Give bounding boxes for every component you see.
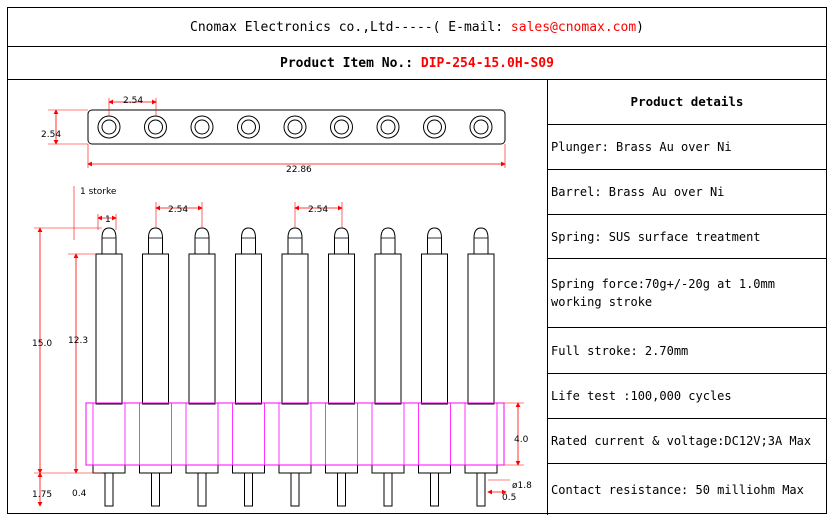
top-hole-inner [380,119,396,135]
top-hole-inner [194,119,210,135]
dim-05: 0.5 [502,493,516,503]
plunger [148,227,163,254]
dim-height: 15.0 [32,339,52,349]
tail [104,472,114,507]
flange [325,464,358,474]
top-hole-inner [473,119,489,135]
company-header: Cnomax Electronics co.,Ltd-----( E-mail:… [8,8,826,47]
plunger [241,227,256,254]
top-hole-inner [241,119,256,135]
top-hole-outer [97,115,121,139]
detail-contact-resistance: Contact resistance: 50 milliohm Max [551,482,804,497]
product-details-table: Product details Plunger: Brass Au over N… [548,80,826,515]
product-item-row: Product Item No.: DIP-254-15.0H-S09 [8,47,826,80]
top-hole-inner [427,119,442,135]
plunger [194,227,210,254]
top-hole-inner [148,119,163,135]
detail-spring: Spring: SUS surface treatment [548,215,826,259]
barrel [281,253,309,405]
barrel [421,253,448,405]
top-strip [87,109,506,145]
barrel [467,253,495,405]
dim-housing: 4.0 [514,435,529,445]
top-hole-inner [101,119,117,135]
dimension-lines [34,98,524,507]
stroke-label: 1 storke [80,187,117,197]
top-hole-outer [190,115,214,139]
top-hole-outer [237,115,260,139]
tail [290,472,300,507]
top-hole-outer [144,115,167,139]
top-hole-inner [287,119,303,135]
flange [185,464,219,474]
detail-spring-force: Spring force:70g+/-20g at 1.0mm working … [548,259,826,328]
detail-full-stroke: Full stroke: 2.70mm [548,328,826,374]
top-hole-outer [330,115,353,139]
plunger [427,227,442,254]
detail-life-test: Life test :100,000 cycles [548,374,826,419]
top-view [87,109,506,145]
technical-drawing: 2.54 2.54 22.86 1 storke 1 2.54 2.54 15.… [8,80,548,515]
tail [151,472,160,507]
housing [85,402,505,466]
plunger [287,227,303,254]
spec-sheet: Cnomax Electronics co.,Ltd-----( E-mail:… [7,7,827,515]
top-hole-outer [283,115,307,139]
item-number: DIP-254-15.0H-S09 [420,55,554,71]
flange [278,464,312,474]
plunger [380,227,396,254]
plunger [101,227,117,254]
barrel [142,253,169,405]
details-title: Product details [548,80,826,125]
tail [244,472,253,507]
barrel [188,253,216,405]
side-view [85,227,505,507]
barrel [95,253,123,405]
drawing-canvas: 2.54 2.54 22.86 1 storke 1 2.54 2.54 15.… [32,96,532,507]
top-hole-inner [334,119,349,135]
flange [464,464,498,474]
detail-plunger: Plunger: Brass Au over Ni [548,125,826,170]
top-hole-outer [469,115,493,139]
email-address[interactable]: sales@cnomax.com [510,19,637,35]
dim-pitch-a: 2.54 [168,205,188,215]
flange [92,464,126,474]
dim-one: 1 [105,215,111,225]
detail-barrel: Barrel: Brass Au over Ni [548,170,826,215]
barrel [374,253,402,405]
flange [418,464,451,474]
dim-barrel: 12.3 [68,336,88,346]
dim-d18: ø1.8 [512,481,532,491]
flange [232,464,265,474]
dim-total-length: 22.86 [286,165,312,175]
item-label: Product Item No.: [280,55,421,71]
tail [476,472,486,507]
tail [430,472,439,507]
plunger [473,227,489,254]
barrel [235,253,262,405]
tail [383,472,393,507]
barrel [328,253,355,405]
dim-pitch-top: 2.54 [123,96,143,106]
tail [337,472,346,507]
tail [197,472,207,507]
dim-width: 2.54 [41,130,61,140]
header-close: ) [636,19,644,35]
company-name: Cnomax Electronics co.,Ltd-----( E-mail: [190,19,511,35]
dim-tail: 1.75 [32,490,52,500]
dim-pitch-b: 2.54 [308,205,328,215]
detail-rated: Rated current & voltage:DC12V;3A Max [548,419,826,464]
top-hole-outer [423,115,446,139]
flange [371,464,405,474]
flange [139,464,172,474]
plunger [334,227,349,254]
dim-tail-dia: 0.4 [72,489,87,499]
top-hole-outer [376,115,400,139]
